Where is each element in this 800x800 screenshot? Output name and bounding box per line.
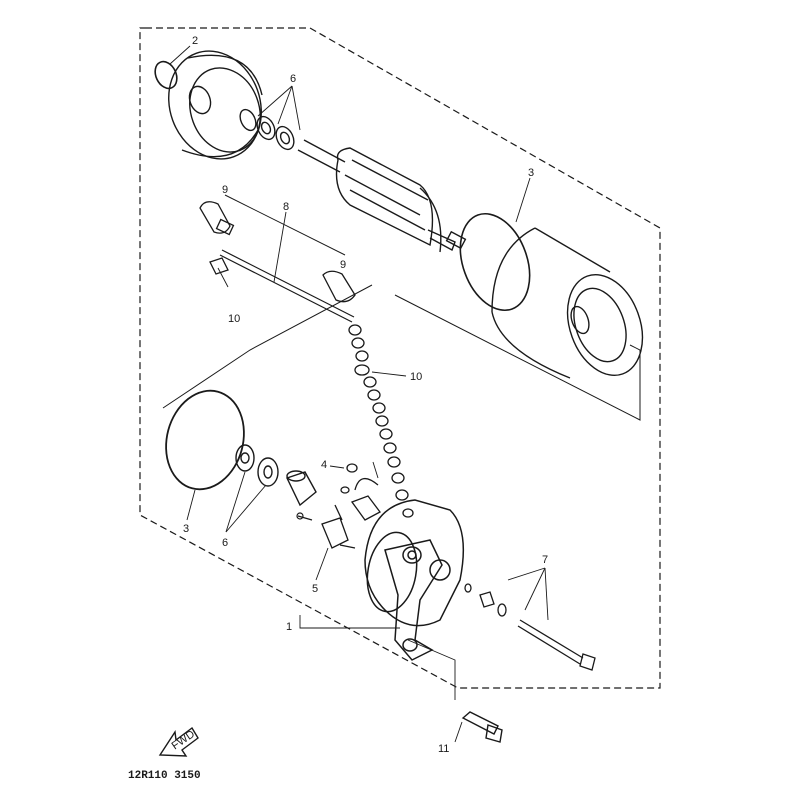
front-cover: [168, 50, 263, 160]
assembly-outline: [139, 27, 661, 689]
brush-lower: [321, 486, 356, 549]
mounting-bolt: [461, 711, 503, 743]
callout-8: 8: [283, 201, 289, 213]
rear-cover: [364, 499, 465, 661]
o-ring-yoke: [459, 212, 531, 312]
callout-5: 5: [312, 583, 318, 595]
lock-nut-upper: [209, 257, 229, 275]
yoke-housing: [491, 227, 644, 379]
callout-10-upper: 10: [228, 313, 240, 325]
o-ring-front: [154, 60, 178, 90]
brush-plate-rod: [219, 249, 355, 323]
rear-washers: [235, 444, 279, 487]
callout-11: 11: [438, 743, 449, 755]
callout-2: 2: [192, 35, 198, 47]
terminal-bolt-upper: [199, 201, 235, 236]
callout-3-lower: 3: [183, 523, 189, 535]
o-ring-rear: [165, 389, 245, 491]
callout-6-upper: 6: [290, 73, 296, 85]
callout-labels: 1 2 3 3 4 5 6 6 7 8 9 9 10 10 11: [183, 35, 548, 755]
o-ring-rear-leader-box: [162, 284, 373, 409]
leader-lines: [169, 45, 549, 743]
callout-4: 4: [321, 459, 327, 471]
callout-9-upper: 9: [222, 184, 228, 196]
callout-1: 1: [286, 621, 292, 633]
yoke-bracket-line: [394, 294, 641, 421]
callout-7: 7: [542, 554, 548, 566]
armature: [297, 139, 467, 253]
front-direction-arrow: FWD: [158, 726, 199, 757]
bushing: [286, 470, 317, 507]
brush-upper: [346, 463, 381, 521]
drawing-code: 12R110 3150: [128, 770, 201, 782]
small-screw: [296, 512, 313, 521]
callout-6-lower: 6: [222, 537, 228, 549]
front-washers: [239, 108, 295, 151]
through-bolt-set: [464, 583, 596, 671]
guide-line-9: [224, 194, 346, 256]
callout-9-lower: 9: [340, 259, 346, 271]
washer-stack: [348, 324, 414, 518]
callout-10-lower: 10: [410, 371, 422, 383]
callout-3-upper: 3: [528, 167, 534, 179]
